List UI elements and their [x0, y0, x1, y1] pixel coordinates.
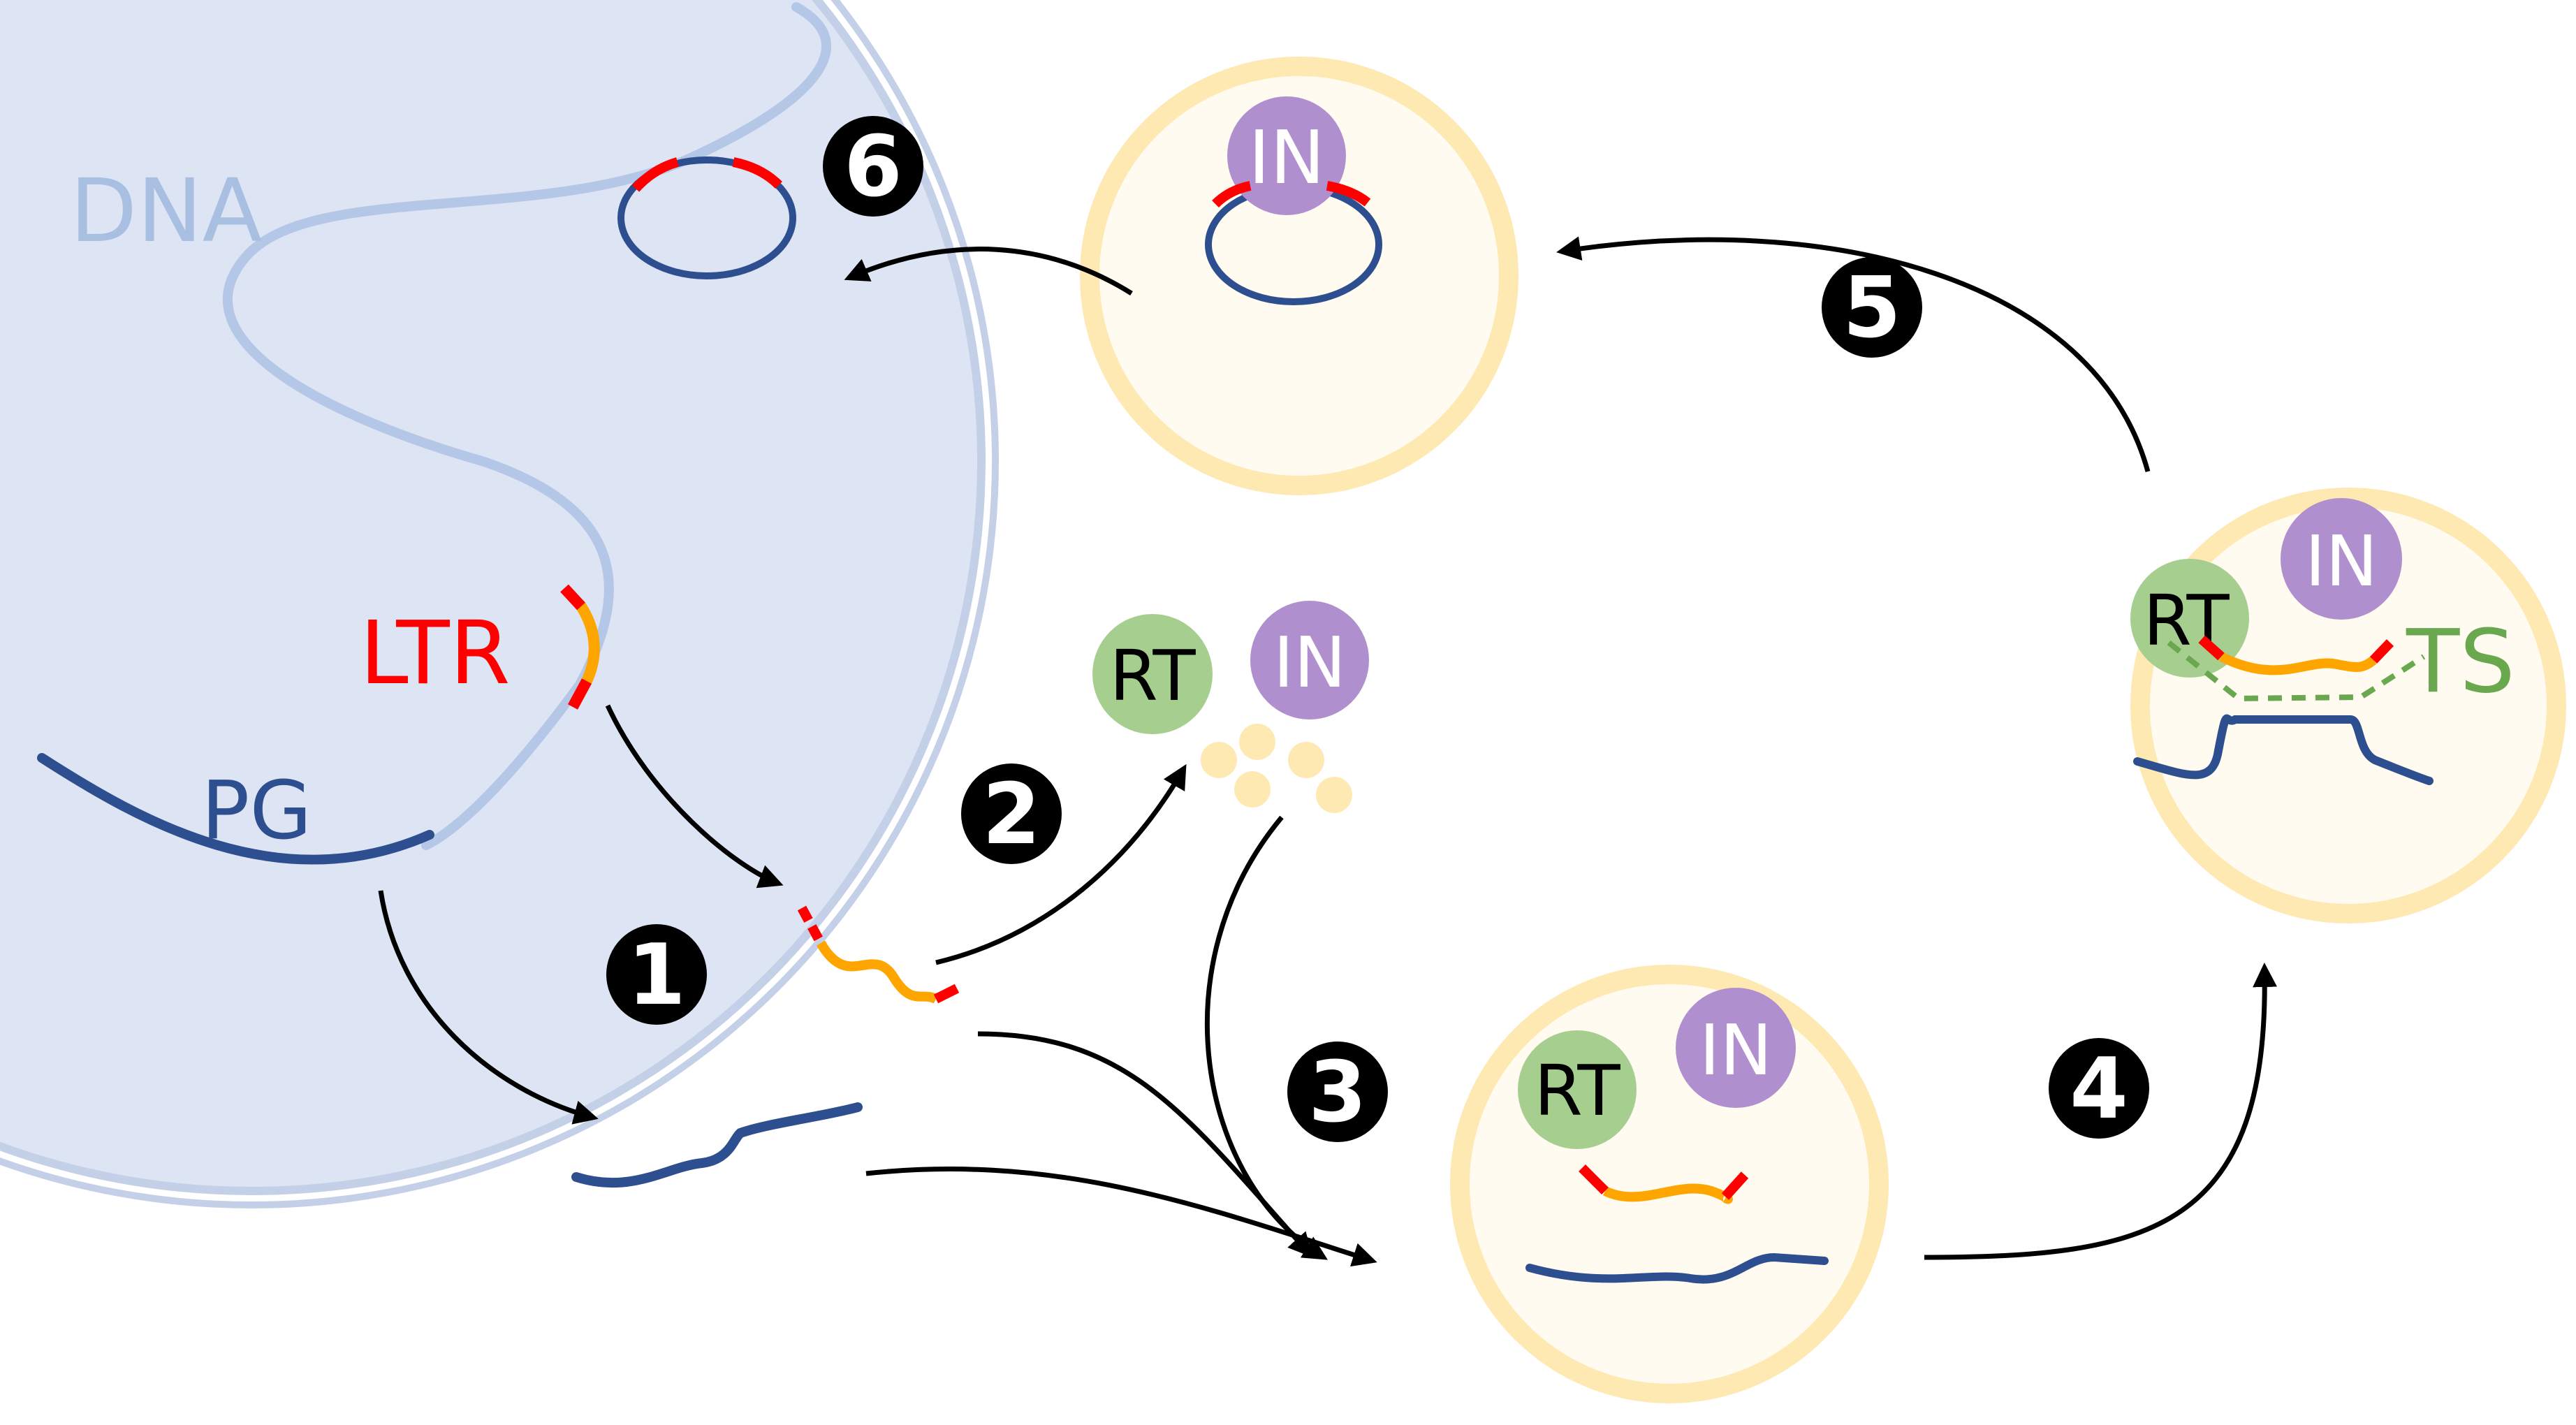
step-badge-1: 1	[606, 924, 707, 1025]
vlp-assembly: RT IN	[1450, 965, 1889, 1403]
step-badge-circle	[1822, 257, 1922, 358]
reverse-transcriptase-circle	[2130, 559, 2249, 678]
arrows	[378, 236, 2278, 1267]
ltr-label: LTR	[360, 603, 511, 704]
template-switch-label: TS	[2406, 611, 2515, 712]
arrow-step-5	[1556, 236, 2151, 472]
template-switch-dashed	[2167, 640, 2426, 702]
arrow-rna-to-proteins	[935, 763, 1187, 965]
arrow-ltr-to-rna	[605, 704, 784, 889]
retrotransposon-rna-red-bottom	[933, 984, 960, 1004]
step-badge-circle	[1287, 1042, 1388, 1142]
gag-particle	[1288, 742, 1324, 778]
vlp-cdna-circle: IN	[1080, 57, 1518, 495]
protein-coding-gene	[37, 753, 434, 865]
integrase-circle	[1676, 988, 1796, 1108]
arrow-proteins-to-assembly	[1204, 815, 1328, 1260]
integrase-label: IN	[1699, 1009, 1772, 1091]
step-number: 2	[982, 766, 1041, 863]
reverse-transcriptase-circle	[1518, 1030, 1637, 1149]
arrow-step-4	[1924, 963, 2278, 1260]
circular-cdna-nuclear-ring	[617, 156, 796, 279]
step-number: 1	[627, 927, 686, 1024]
step-number: 5	[1843, 260, 1901, 357]
reverse-transcriptase-label: RT	[1534, 1050, 1620, 1132]
arrow-rna-to-assembly	[977, 1031, 1313, 1258]
vlp-reverse-transcription: RT IN TS	[2130, 488, 2566, 923]
step-badge-2: 2	[961, 763, 1062, 864]
integrase-label: IN	[1273, 622, 1346, 703]
gag-particle	[1234, 771, 1271, 808]
genomic-ltr-red-top	[560, 584, 585, 611]
gag-particles	[1201, 724, 1352, 813]
step-number: 3	[1308, 1044, 1367, 1141]
nucleus-envelope-inner	[0, 0, 986, 1195]
template-rna-orange	[2218, 652, 2377, 675]
arrow-pg-to-mrna	[378, 890, 599, 1125]
step-number: 4	[2070, 1041, 2128, 1138]
circular-cdna-ltr-left	[1212, 181, 1252, 208]
dna-label: DNA	[70, 161, 262, 262]
gag-particle	[1201, 742, 1237, 778]
integrase-circle	[1250, 601, 1369, 719]
integrase-circle	[2281, 498, 2402, 620]
reverse-transcriptase-label: RT	[1109, 635, 1196, 717]
nucleus: DNA LTR PG	[0, 0, 999, 1208]
gag-particle	[1316, 777, 1352, 813]
arrow-step-6	[844, 247, 1133, 295]
retrotransposon-rna-red-top	[797, 905, 826, 946]
step-badge-circle	[961, 763, 1062, 864]
retrotransposon-rna-red-right	[1721, 1171, 1749, 1200]
template-rna-red-right	[2369, 639, 2394, 664]
step-badge-circle	[606, 924, 707, 1025]
integrase-label: IN	[1248, 115, 1325, 200]
template-rna-red-left	[2198, 635, 2225, 661]
host-mrna-strand	[1525, 1252, 1829, 1284]
genomic-ltr-red-bottom	[567, 678, 592, 710]
integrase-label: IN	[2305, 520, 2378, 602]
step-badge-circle	[823, 116, 923, 217]
integrase-circle	[1227, 96, 1346, 215]
nucleus-envelope-outer	[0, 0, 999, 1208]
circular-cdna-ltr-right	[1326, 181, 1371, 207]
step-badge-3: 3	[1287, 1042, 1388, 1142]
pg-label: PG	[201, 764, 312, 858]
genomic-ltr-orange	[576, 601, 600, 687]
circular-cdna-nuclear-ltr-right	[732, 157, 782, 189]
host-mrna	[571, 1102, 863, 1188]
step-number: 6	[844, 119, 902, 216]
step-badge-circle	[2049, 1038, 2149, 1139]
gag-particle	[1239, 724, 1275, 760]
retrotransposon-rna-orange	[1602, 1183, 1733, 1204]
cytoplasm-molecules: RT IN	[571, 601, 1369, 1188]
circular-cdna-nuclear-ltr-left	[631, 157, 680, 192]
retrotransposon-rna-orange	[816, 940, 939, 1004]
host-mrna-strand	[2133, 714, 2434, 785]
vlp-bottom-body	[1450, 965, 1889, 1403]
nucleus-body	[0, 0, 981, 1191]
vlp-top-body	[1080, 57, 1518, 495]
step-badge-5: 5	[1822, 257, 1922, 358]
arrow-mrna-to-assembly	[865, 1167, 1377, 1267]
step-badge-6: 6	[823, 116, 923, 217]
reverse-transcriptase-circle	[1092, 614, 1213, 734]
step-badge-4: 4	[2049, 1038, 2149, 1139]
retrotransposon-rna-red-left	[1579, 1164, 1609, 1194]
